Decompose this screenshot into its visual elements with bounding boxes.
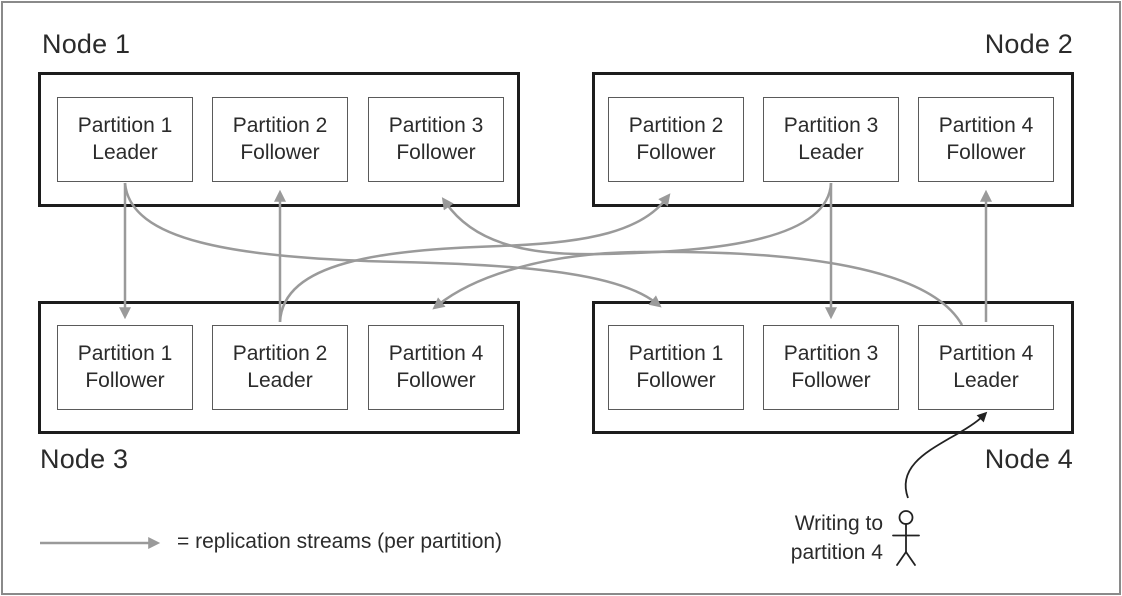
annotation-line-2: partition 4	[790, 540, 883, 564]
partition-name: Partition 4	[938, 113, 1034, 137]
partition-name: Partition 3	[783, 113, 879, 137]
partition-role: Leader	[247, 368, 313, 392]
partition-box-n3-p4: Partition 4 Follower	[368, 325, 504, 410]
partition-role: Follower	[946, 140, 1026, 164]
partition-box-n1-p2: Partition 2 Follower	[212, 97, 348, 182]
partition-role: Follower	[85, 368, 165, 392]
partition-role: Follower	[396, 368, 476, 392]
partition-box-n2-p3: Partition 3 Leader	[763, 97, 899, 182]
partition-box-n1-p1: Partition 1 Leader	[57, 97, 193, 182]
partition-box-n1-p3: Partition 3 Follower	[368, 97, 504, 182]
partition-box-n3-p2: Partition 2 Leader	[212, 325, 348, 410]
partition-box-n4-p1: Partition 1 Follower	[608, 325, 744, 410]
partition-name: Partition 1	[77, 341, 173, 365]
partition-box-n2-p2: Partition 2 Follower	[608, 97, 744, 182]
partition-role: Follower	[396, 140, 476, 164]
partition-name: Partition 2	[232, 113, 328, 137]
partition-name: Partition 3	[783, 341, 879, 365]
writing-annotation: Writing to partition 4	[735, 510, 883, 568]
partition-box-n4-p4: Partition 4 Leader	[918, 325, 1054, 410]
partition-name: Partition 3	[388, 113, 484, 137]
annotation-line-1: Writing to	[794, 512, 883, 535]
partition-role: Leader	[92, 140, 158, 164]
partition-name: Partition 2	[628, 113, 724, 137]
partition-box-n2-p4: Partition 4 Follower	[918, 97, 1054, 182]
partition-role: Leader	[953, 368, 1019, 392]
node-4-label: Node 4	[984, 444, 1073, 474]
partition-role: Follower	[240, 140, 320, 164]
partition-box-n3-p1: Partition 1 Follower	[57, 325, 193, 410]
partition-role: Follower	[636, 140, 716, 164]
partition-box-n4-p3: Partition 3 Follower	[763, 325, 899, 410]
partition-role: Follower	[636, 368, 716, 392]
partition-name: Partition 4	[388, 341, 484, 365]
partition-name: Partition 1	[77, 113, 173, 137]
legend-label: = replication streams (per partition)	[177, 530, 503, 553]
node-2-box	[592, 72, 1074, 207]
partition-name: Partition 1	[628, 341, 724, 365]
node-3-label: Node 3	[40, 444, 129, 474]
partition-role: Leader	[798, 140, 864, 164]
node-1-label: Node 1	[42, 29, 131, 59]
partition-name: Partition 4	[938, 341, 1034, 365]
partition-role: Follower	[791, 368, 871, 392]
partition-name: Partition 2	[232, 341, 328, 365]
node-2-label: Node 2	[984, 29, 1073, 59]
